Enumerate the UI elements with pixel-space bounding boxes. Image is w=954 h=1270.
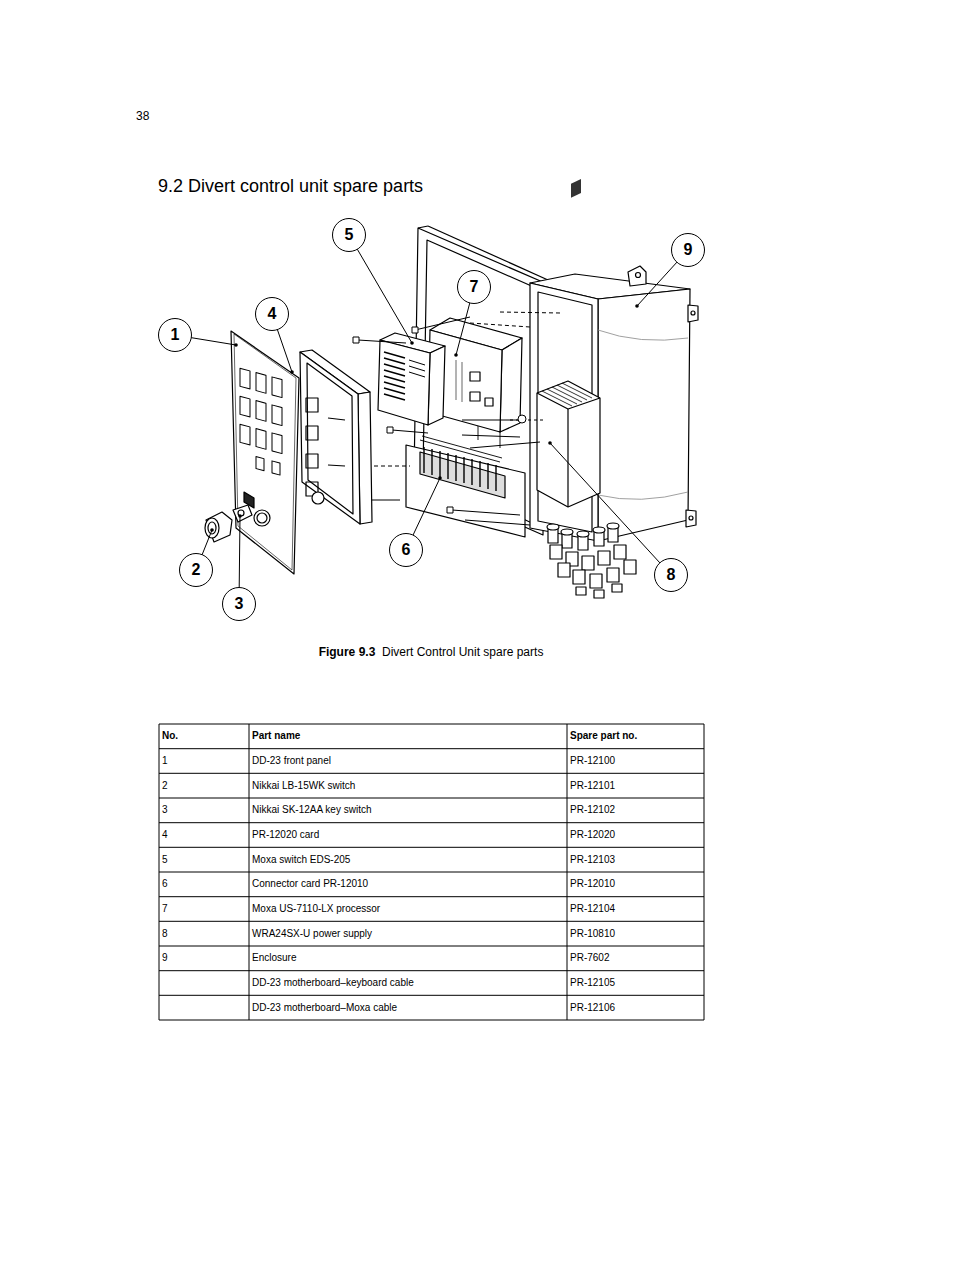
pr-12020-card <box>300 350 372 524</box>
table-cell: 8 <box>162 928 168 940</box>
callout-circle: 2 <box>179 553 213 587</box>
power-supply <box>537 179 600 507</box>
callout-number: 7 <box>470 279 479 295</box>
callout-number: 5 <box>345 227 354 243</box>
table-header: No. <box>162 730 178 742</box>
table-cell: 1 <box>162 755 168 767</box>
table-cell: PR-12100 <box>570 755 615 767</box>
page-number: 38 <box>136 109 149 123</box>
table-cell: PR-7602 <box>570 952 609 964</box>
table-cell: PR-12106 <box>570 1002 615 1014</box>
callout-circle: 3 <box>222 587 256 621</box>
table-cell: Nikkai LB-15WK switch <box>252 780 355 792</box>
callout-circle: 8 <box>654 558 688 592</box>
callout-circle: 7 <box>457 270 491 304</box>
table-cell: PR-12104 <box>570 903 615 915</box>
table-cell: Nikkai SK-12AA key switch <box>252 804 372 816</box>
table-cell: 4 <box>162 829 168 841</box>
table-cell: PR-12020 card <box>252 829 319 841</box>
table-cell: PR-12010 <box>570 878 615 890</box>
key-switch <box>233 505 252 522</box>
callout-number: 9 <box>684 242 693 258</box>
table-cell: DD-23 front panel <box>252 755 331 767</box>
leader-lines <box>175 235 688 604</box>
table-cell: Moxa US-7110-LX processor <box>252 903 380 915</box>
cable-glands <box>547 523 636 598</box>
callout-circle: 5 <box>332 218 366 252</box>
callout-number: 3 <box>235 596 244 612</box>
table-cell: 6 <box>162 878 168 890</box>
table-cell: DD-23 motherboard–Moxa cable <box>252 1002 397 1014</box>
table-cell: PR-12101 <box>570 780 615 792</box>
callout-circle: 4 <box>255 297 289 331</box>
callout-number: 1 <box>171 327 180 343</box>
moxa-switch <box>378 333 445 425</box>
table-header: Part name <box>252 730 300 742</box>
callout-number: 8 <box>667 567 676 583</box>
callout-number: 2 <box>192 562 201 578</box>
callout-number: 6 <box>402 542 411 558</box>
screws <box>332 312 560 525</box>
callout-circle: 1 <box>158 318 192 352</box>
section-title: 9.2 Divert control unit spare parts <box>158 176 423 198</box>
table-cell: 5 <box>162 854 168 866</box>
table-cell: PR-10810 <box>570 928 615 940</box>
enclosure-body <box>530 266 698 541</box>
leader-dots <box>210 304 639 532</box>
table-cell: PR-12105 <box>570 977 615 989</box>
front-panel <box>231 331 299 574</box>
table-cell: 3 <box>162 804 168 816</box>
table-cell: DD-23 motherboard–keyboard cable <box>252 977 414 989</box>
table-cell: 7 <box>162 903 168 915</box>
table-cell: Enclosure <box>252 952 296 964</box>
table-cell: WRA24SX-U power supply <box>252 928 372 940</box>
callout-circle: 6 <box>389 533 423 567</box>
table-cell: 9 <box>162 952 168 964</box>
table-cell: Connector card PR-12010 <box>252 878 368 890</box>
moxa-processor <box>428 318 522 432</box>
table-cell: 2 <box>162 780 168 792</box>
table-header: Spare part no. <box>570 730 637 742</box>
table-cell: PR-12102 <box>570 804 615 816</box>
figure-caption: Figure 9.3 Divert Control Unit spare par… <box>319 645 544 659</box>
callout-circle: 9 <box>671 233 705 267</box>
table-cell: PR-12103 <box>570 854 615 866</box>
table-grid <box>159 724 704 1020</box>
callout-number: 4 <box>268 306 277 322</box>
table-cell: Moxa switch EDS-205 <box>252 854 350 866</box>
table-cell: PR-12020 <box>570 829 615 841</box>
